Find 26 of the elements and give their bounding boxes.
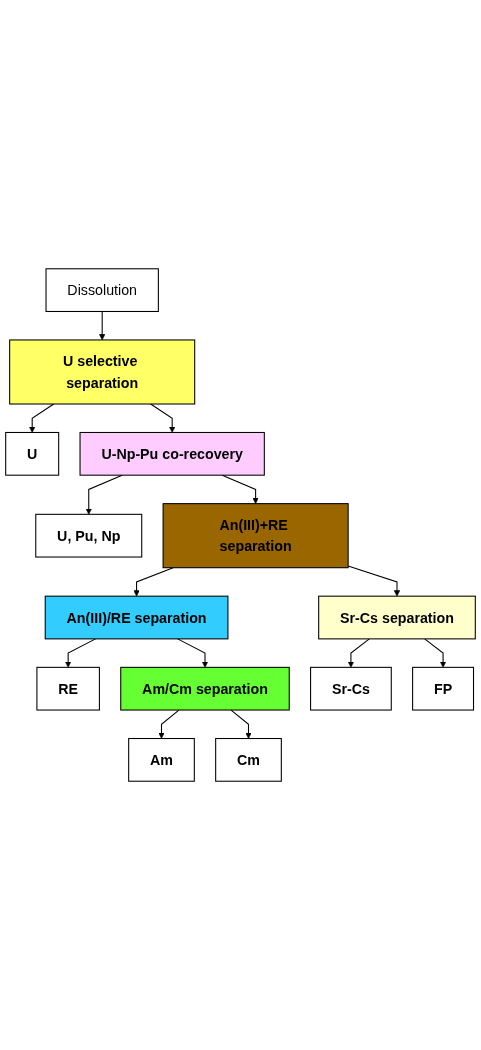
arrow: [133, 567, 174, 597]
node-box: Am: [128, 738, 195, 782]
arrow: [150, 403, 176, 433]
arrow: [158, 709, 180, 739]
arrow: [85, 474, 123, 515]
node-box: U selective separation: [9, 339, 196, 405]
arrow: [177, 638, 209, 668]
arrow: [230, 709, 252, 739]
arrow: [29, 403, 55, 433]
node-box: Cm: [215, 738, 282, 782]
arrow: [347, 565, 401, 597]
node-box: Sr-Cs: [310, 666, 392, 711]
node-box: Sr-Cs separation: [318, 595, 476, 640]
node-box: U-Np-Pu co-recovery: [79, 431, 265, 476]
arrow: [347, 638, 370, 668]
node-box: RE: [36, 666, 100, 711]
arrow: [424, 638, 447, 668]
node-box: U: [5, 431, 60, 476]
node-box: FP: [412, 666, 475, 711]
arrow: [99, 310, 106, 341]
node-box: Dissolution: [45, 268, 159, 312]
node-box: An(III)+RE separation: [162, 503, 349, 569]
arrow: [65, 638, 97, 668]
node-box: An(III)/RE separation: [44, 595, 229, 640]
node-box: Am/Cm separation: [120, 666, 290, 711]
node-box: U, Pu, Np: [35, 513, 143, 558]
